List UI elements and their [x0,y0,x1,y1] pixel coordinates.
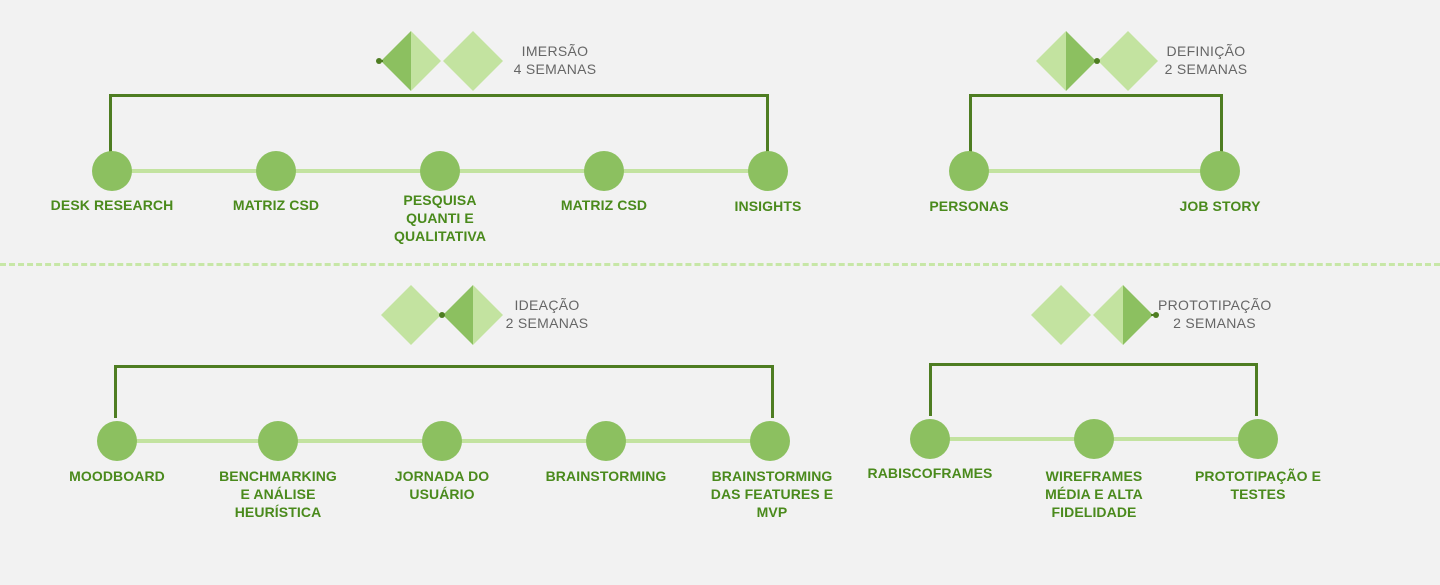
step-label: JORNADA DO USUÁRIO [394,468,490,502]
phase-duration: 2 SEMANAS [1164,61,1248,77]
step-label: BRAINSTORMING DAS FEATURES E MVP [710,468,834,520]
phase-title: DEFINIÇÃO [1166,43,1246,59]
step-label: INSIGHTS [734,198,802,214]
timeline-track [969,169,1220,173]
step-node [910,419,950,459]
step-label: WIREFRAMES MÉDIA E ALTA FIDELIDADE [1045,468,1143,520]
phase-title: PROTOTIPAÇÃO [1158,297,1272,313]
step-node [750,421,790,461]
section-divider [0,263,1440,266]
phase-imersao-label: IMERSÃO 4 SEMANAS [505,42,605,78]
phase-duration: 2 SEMANAS [505,315,589,331]
step-node [1238,419,1278,459]
step-node [97,421,137,461]
phase-bracket [109,94,769,152]
step-label: PESQUISA QUANTI E QUALITATIVA [393,192,487,244]
phase-prototipacao-diamonds-icon [1031,285,1159,345]
phase-bracket [969,94,1223,152]
step-label: MATRIZ CSD [560,197,648,213]
step-node [92,151,132,191]
step-label: BRAINSTORMING [545,468,667,484]
step-node [584,151,624,191]
step-label: JOB STORY [1179,198,1261,214]
phase-title: IMERSÃO [521,43,589,59]
step-node [748,151,788,191]
step-label: MOODBOARD [69,468,165,484]
phase-ideacao-diamonds-icon [381,285,503,345]
phase-prototipacao-label: PROTOTIPAÇÃO 2 SEMANAS [1158,296,1271,332]
step-label: RABISCOFRAMES [867,465,993,481]
step-node [258,421,298,461]
step-node [586,421,626,461]
phase-bracket [114,365,774,418]
step-node [420,151,460,191]
step-node [1200,151,1240,191]
step-label: BENCHMARKING E ANÁLISE HEURÍSTICA [219,468,337,520]
step-node [256,151,296,191]
phase-ideacao-label: IDEAÇÃO 2 SEMANAS [497,296,597,332]
phase-duration: 4 SEMANAS [513,61,597,77]
phase-imersao-diamonds-icon [376,31,503,91]
phase-definicao-diamonds-icon [1036,31,1158,91]
phase-definicao-label: DEFINIÇÃO 2 SEMANAS [1155,42,1257,78]
step-label: DESK RESEARCH [50,197,174,213]
phase-title: IDEAÇÃO [514,297,580,313]
step-label: MATRIZ CSD [232,197,320,213]
step-label: PERSONAS [929,198,1009,214]
step-node [949,151,989,191]
step-label: PROTOTIPAÇÃO E TESTES [1194,468,1322,502]
phase-duration: 2 SEMANAS [1173,315,1256,331]
step-node [422,421,462,461]
step-node [1074,419,1114,459]
phase-bracket [929,363,1258,416]
